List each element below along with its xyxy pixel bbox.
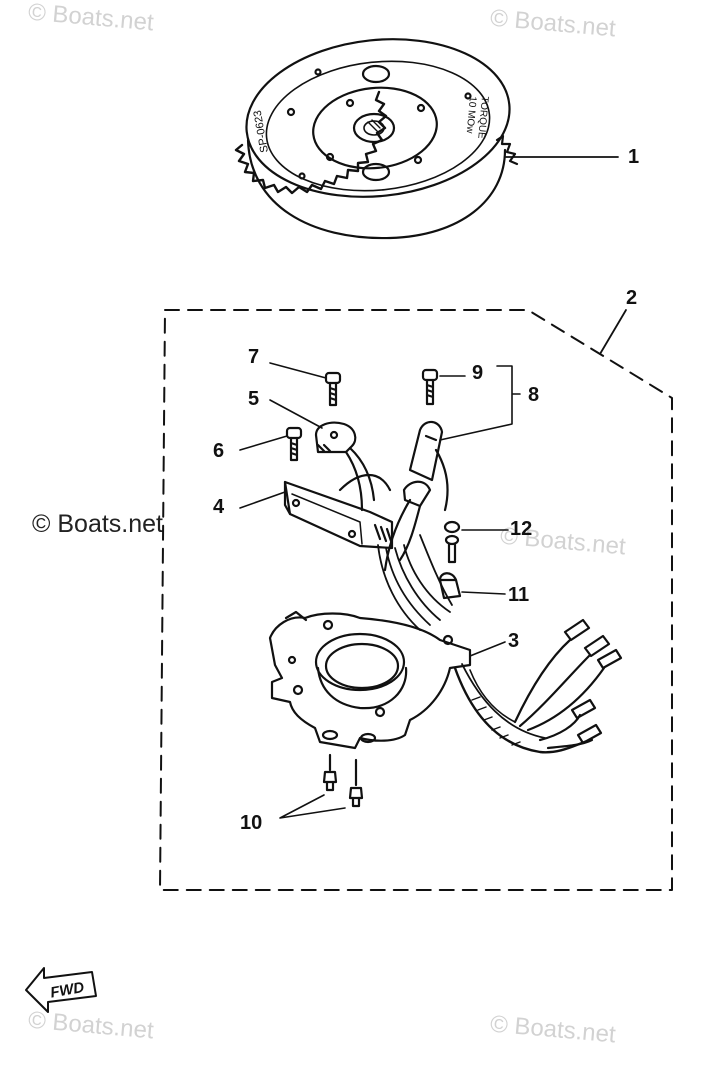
flywheel-text-left: SP-0623 [252, 109, 271, 153]
callout-6: 6 [213, 440, 225, 462]
screw-9 [421, 368, 466, 406]
callout-5: 5 [248, 388, 260, 410]
callout-8: 8 [528, 384, 540, 406]
callout-12: 12 [510, 518, 533, 540]
wire-bundle [377, 534, 453, 631]
charge-coil-8 [383, 420, 449, 572]
flywheel-bolt-1 [345, 98, 355, 108]
flywheel-rim-lower [246, 138, 507, 240]
flywheel: SP-0623 TORQUE 10 MOw [234, 38, 619, 240]
flywheel-inner-face [265, 60, 491, 192]
clamp-11 [438, 572, 506, 600]
flywheel-bolt-2 [416, 103, 426, 113]
flywheel-hole-top [361, 64, 391, 84]
flywheel-dot-b [314, 68, 322, 76]
callout-9: 9 [472, 362, 484, 384]
flywheel-hole-bottom [361, 162, 391, 182]
flywheel-outer-body [245, 38, 511, 198]
assembly-dashed-box [159, 309, 673, 891]
harness [453, 618, 623, 754]
flywheel-hub-bore [363, 120, 385, 136]
flywheel-text-right-2: 10 MOw [464, 96, 478, 135]
flywheel-keyway [367, 119, 381, 133]
screw-10-left [322, 753, 338, 792]
flywheel-text-right-1: TORQUE [475, 96, 490, 140]
bracket-8 [439, 365, 521, 441]
fwd-direction-badge: FWD [25, 967, 97, 1013]
cdi-unit-4 [239, 474, 394, 550]
callout-4: 4 [213, 496, 225, 518]
callout-3: 3 [508, 630, 520, 652]
callout-2: 2 [626, 287, 638, 309]
screw-6 [239, 426, 303, 462]
screw-10-right [348, 758, 364, 808]
flywheel-dot-d [464, 92, 472, 100]
callout-1: 1 [628, 146, 640, 168]
pulser-coil-5 [269, 399, 376, 512]
flywheel-dot-c [298, 172, 306, 180]
callout-10: 10 [240, 812, 263, 834]
flywheel-dot-a [286, 107, 296, 117]
leader-2 [599, 309, 627, 355]
flywheel-bolt-4 [413, 155, 423, 165]
screw-12 [443, 520, 509, 564]
watermark-middle-left: © Boats.net [30, 510, 165, 539]
leader-10 [279, 794, 346, 819]
flywheel-hub [352, 112, 396, 144]
stator-base-3 [268, 610, 506, 750]
fwd-label: FWD [49, 979, 86, 1002]
callout-7: 7 [248, 346, 260, 368]
flywheel-ring-gear-right [495, 134, 519, 166]
flywheel-bolt-3 [325, 152, 335, 162]
screw-7 [269, 362, 342, 407]
flywheel-boss [312, 86, 438, 170]
callout-11: 11 [508, 584, 530, 606]
